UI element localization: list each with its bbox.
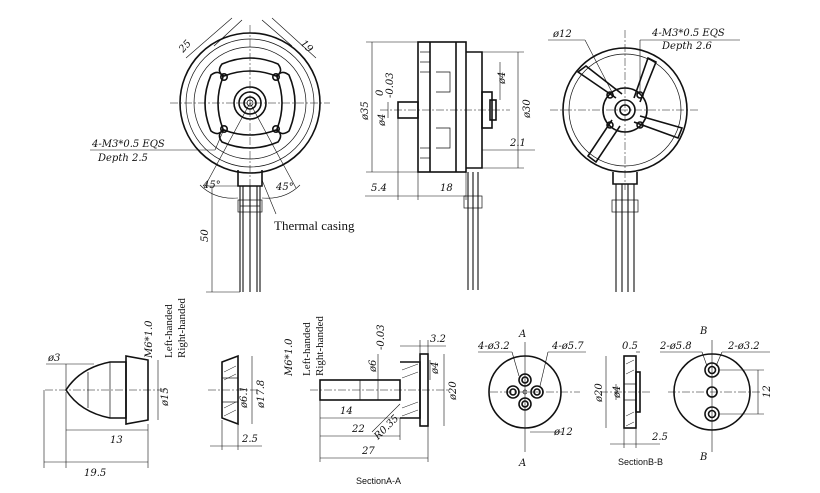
- dim-50: 50: [200, 229, 211, 242]
- dim-3-2: 3.2: [430, 334, 446, 345]
- hub-bb-front: B B 2-ø5.8 2-ø3.2 12: [659, 326, 773, 463]
- nut-right-handed: Right-handed: [176, 298, 188, 358]
- dim-d20-bb: ø20: [594, 383, 605, 403]
- washer-view: ø6.1 ø17.8 2.5: [208, 354, 267, 450]
- dim-d35: ø35: [360, 101, 371, 121]
- front-holes-callout-line1: 4-M3*0.5 EQS: [91, 139, 165, 150]
- adapter-thread-label: M6*1.0: [284, 338, 295, 377]
- dim-18: 18: [440, 183, 453, 194]
- prop-nut-view: ø3 M6*1.0 Left-handed Right-handed ø15 1…: [43, 298, 188, 479]
- dim-13: 13: [110, 435, 123, 446]
- dim-4-d5-7: 4-ø5.7: [551, 341, 584, 352]
- dim-d6-tol: -0.03: [376, 324, 387, 350]
- dim-0-5: 0.5: [622, 341, 638, 352]
- dim-d17-8: ø17.8: [256, 380, 267, 409]
- adapter-left-handed: Left-handed: [301, 322, 313, 376]
- section-bb-side: 0.5 ø20 ø4 2.5 SectionB-B: [594, 341, 668, 467]
- dim-19-5: 19.5: [84, 468, 106, 479]
- dim-2-d3-2: 2-ø3.2: [727, 341, 760, 352]
- adapter-right-handed: Right-handed: [314, 316, 326, 376]
- dim-d4-tol-upper: 0: [375, 89, 386, 96]
- rear-view: ø12 4-M3*0.5 EQS Depth 2.6: [548, 28, 740, 292]
- dim-d12-section: ø12: [553, 427, 573, 438]
- section-a-top: A: [518, 329, 526, 340]
- nut-thread-label: M6*1.0: [144, 320, 155, 359]
- dim-27: 27: [361, 446, 375, 457]
- dim-d15: ø15: [160, 387, 171, 407]
- dim-2-5b: 2.5: [651, 432, 668, 443]
- rear-holes-callout-line2: Depth 2.6: [661, 41, 713, 52]
- dim-2-1: 2.1: [509, 138, 526, 149]
- dim-2-d5-8: 2-ø5.8: [659, 341, 692, 352]
- prop-adapter-view: M6*1.0 Left-handed Right-handed ø6 -0.03…: [284, 316, 459, 486]
- dim-5-4: 5.4: [371, 183, 387, 194]
- dim-14: 14: [340, 406, 353, 417]
- dim-d4-adapter: ø4: [430, 362, 441, 375]
- dim-d30: ø30: [522, 99, 533, 119]
- dim-d3: ø3: [47, 353, 60, 364]
- side-view: ø35 ø4 0 -0.03 ø4 ø30 2.1 5.4 18: [360, 41, 535, 290]
- section-b-top: B: [699, 326, 707, 337]
- dim-d20-adapter: ø20: [448, 381, 459, 401]
- section-a-bottom: A: [518, 458, 526, 469]
- dim-d6-1: ø6.1: [239, 386, 250, 409]
- dim-19: 19: [298, 38, 315, 55]
- front-view: 25 19 4-M3*0.5 EQS Depth 2.5 45° 45° 50 …: [90, 17, 355, 293]
- dim-2-5a: 2.5: [241, 434, 258, 445]
- rear-holes-callout-line1: 4-M3*0.5 EQS: [651, 28, 725, 39]
- front-holes-callout-line2: Depth 2.5: [97, 153, 148, 164]
- dim-12-bb: 12: [762, 385, 773, 398]
- angle-45-right: 45°: [275, 182, 294, 193]
- section-b-bottom: B: [699, 452, 707, 463]
- section-bb-label: SectionB-B: [618, 457, 663, 467]
- section-aa-label: SectionA-A: [356, 476, 401, 486]
- dim-d4-bb: ø4: [612, 386, 623, 399]
- dim-4-d3-2: 4-ø3.2: [477, 341, 510, 352]
- thermal-casing-label: Thermal casing: [274, 218, 355, 233]
- nut-left-handed: Left-handed: [163, 304, 175, 358]
- angle-45-left: 45°: [202, 180, 221, 191]
- dim-d6-adapter: ø6: [368, 359, 379, 373]
- dim-d4-shaft: ø4: [377, 114, 388, 127]
- dim-22: 22: [351, 424, 365, 435]
- hub-front-view: A A 4-ø3.2 4-ø5.7 ø12: [477, 329, 586, 469]
- dim-d12-rear: ø12: [552, 29, 572, 40]
- dim-d4-tol-lower: -0.03: [385, 72, 396, 98]
- dim-d4-rear: ø4: [497, 72, 508, 85]
